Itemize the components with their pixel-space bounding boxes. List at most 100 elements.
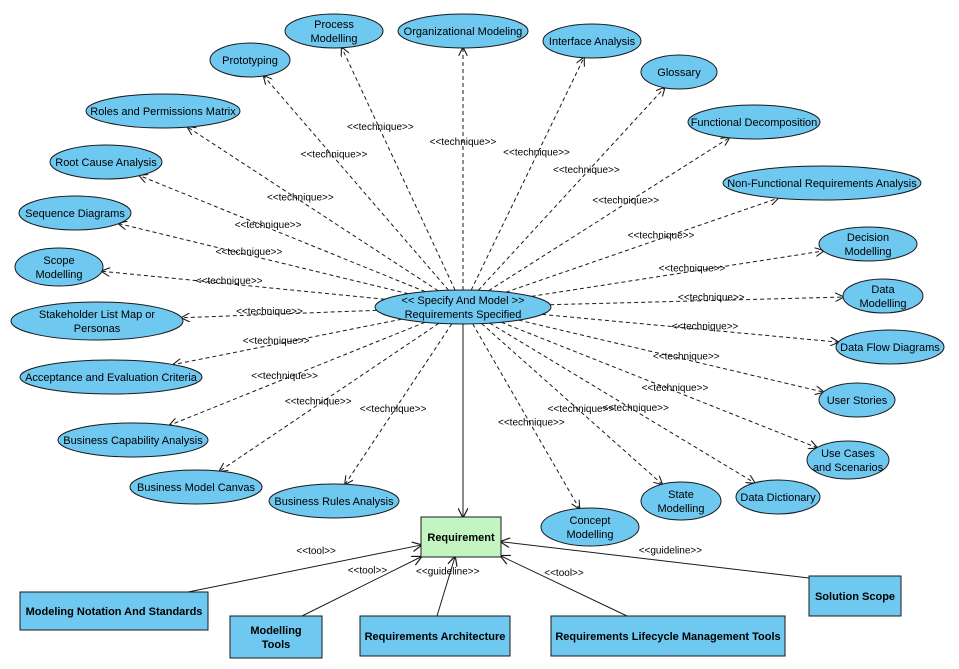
technique-edge-label-data-modelling: <<technique>> <box>678 292 745 303</box>
input-modelling-tools-label-line-1: Modelling <box>250 625 301 637</box>
technique-ellipse-root-cause-analysis <box>49 144 163 180</box>
technique-node-glossary[interactable]: Glossary <box>640 54 718 90</box>
input-edge-solution-scope <box>501 542 810 579</box>
input-node-requirements-lifecycle-management-tools[interactable]: Requirements Lifecycle Management Tools <box>550 615 786 657</box>
technique-ellipse-user-stories <box>818 382 896 418</box>
technique-ellipse-decision-modelling <box>818 226 918 262</box>
technique-ellipse-organizational-modeling <box>397 13 529 49</box>
requirement-label: Requirement <box>427 532 495 544</box>
technique-root-cause-analysis-label-line-1: Root Cause Analysis <box>55 157 157 169</box>
technique-edge-non-functional-requirements-analysis <box>505 198 778 293</box>
technique-scope-modelling-label-line-1: Scope <box>43 255 74 267</box>
input-box-modelling-tools <box>229 615 323 659</box>
edge-labels-layer: <<technique>><<technique>><<technique>><… <box>196 122 745 579</box>
technique-ellipse-non-functional-requirements-analysis <box>722 165 922 201</box>
technique-node-acceptance-and-evaluation-criteria[interactable]: Acceptance and Evaluation Criteria <box>19 359 203 395</box>
technique-edge-stakeholder-list-map-or-personas <box>182 309 377 317</box>
input-modeling-notation-and-standards-label-line-1: Modeling Notation And Standards <box>26 606 203 618</box>
technique-node-organizational-modeling[interactable]: Organizational Modeling <box>397 13 529 49</box>
technique-edge-label-concept-modelling: <<technique>> <box>498 417 565 428</box>
technique-edge-label-data-dictionary: <<technique>> <box>602 403 669 414</box>
requirement-node[interactable]: Requirement <box>420 516 502 558</box>
technique-edge-process-modelling <box>342 48 456 291</box>
technique-node-business-capability-analysis[interactable]: Business Capability Analysis <box>57 422 209 458</box>
input-box-requirements-lifecycle-management-tools <box>550 615 786 657</box>
technique-data-flow-diagrams-label-line-1: Data Flow Diagrams <box>840 342 940 354</box>
technique-ellipse-data-dictionary <box>735 479 821 515</box>
technique-node-root-cause-analysis[interactable]: Root Cause Analysis <box>49 144 163 180</box>
technique-glossary-label-line-1: Glossary <box>657 67 701 79</box>
technique-decision-modelling-label-line-2: Modelling <box>844 246 891 258</box>
technique-concept-modelling-label-line-2: Modelling <box>566 529 613 541</box>
technique-business-rules-analysis-label-line-1: Business Rules Analysis <box>274 496 394 508</box>
technique-ellipse-roles-and-permissions-matrix <box>85 93 241 129</box>
technique-node-business-model-canvas[interactable]: Business Model Canvas <box>129 469 263 505</box>
technique-node-user-stories[interactable]: User Stories <box>818 382 896 418</box>
input-edge-label-requirements-architecture: <<guideline>> <box>416 567 480 578</box>
technique-edge-label-glossary: <<technique>> <box>553 165 620 176</box>
technique-node-interface-analysis[interactable]: Interface Analysis <box>542 23 642 59</box>
input-node-modeling-notation-and-standards[interactable]: Modeling Notation And Standards <box>19 591 209 631</box>
technique-stakeholder-list-map-or-personas-label-line-1: Stakeholder List Map or <box>39 309 156 321</box>
technique-node-data-flow-diagrams[interactable]: Data Flow Diagrams <box>835 329 945 365</box>
technique-edge-label-use-cases-and-scenarios: <<technique>> <box>642 383 709 394</box>
technique-edge-label-state-modelling: <<technique>> <box>548 404 615 415</box>
technique-node-stakeholder-list-map-or-personas[interactable]: Stakeholder List Map or Personas <box>10 301 184 341</box>
technique-ellipse-business-capability-analysis <box>57 422 209 458</box>
center-ellipse <box>374 289 552 325</box>
technique-ellipse-concept-modelling <box>540 507 640 547</box>
input-node-requirements-architecture[interactable]: Requirements Architecture <box>359 615 511 657</box>
technique-edge-label-acceptance-and-evaluation-criteria: <<technique>> <box>243 336 310 347</box>
technique-ellipse-data-flow-diagrams <box>835 329 945 365</box>
input-edge-modelling-tools <box>301 557 421 617</box>
technique-edge-label-sequence-diagrams: <<technique>> <box>216 247 283 258</box>
technique-edge-sequence-diagrams <box>119 224 409 295</box>
technique-edge-label-user-stories: <<technique>> <box>653 352 720 363</box>
input-requirements-lifecycle-management-tools-label-line-1: Requirements Lifecycle Management Tools <box>555 631 780 643</box>
technique-ellipse-data-modelling <box>842 278 924 314</box>
technique-ellipse-business-model-canvas <box>129 469 263 505</box>
technique-state-modelling-label-line-1: State <box>668 489 694 501</box>
technique-edge-business-capability-analysis <box>170 321 426 425</box>
input-edge-modeling-notation-and-standards <box>187 545 421 593</box>
technique-node-non-functional-requirements-analysis[interactable]: Non-Functional Requirements Analysis <box>722 165 922 201</box>
technique-edge-user-stories <box>518 319 824 392</box>
technique-node-roles-and-permissions-matrix[interactable]: Roles and Permissions Matrix <box>85 93 241 129</box>
technique-sequence-diagrams-label-line-1: Sequence Diagrams <box>25 208 125 220</box>
technique-node-prototyping[interactable]: Prototyping <box>209 42 291 78</box>
technique-node-functional-decomposition[interactable]: Functional Decomposition <box>687 104 821 140</box>
center-node[interactable]: << Specify And Model >>Requirements Spec… <box>374 289 552 325</box>
technique-node-sequence-diagrams[interactable]: Sequence Diagrams <box>18 195 132 231</box>
technique-edge-label-organizational-modeling: <<technique>> <box>430 137 497 148</box>
technique-roles-and-permissions-matrix-label-line-1: Roles and Permissions Matrix <box>90 106 236 118</box>
requirement-box <box>420 516 502 558</box>
technique-edge-label-scope-modelling: <<technique>> <box>196 276 263 287</box>
technique-stakeholder-list-map-or-personas-label-line-2: Personas <box>74 323 121 335</box>
technique-node-business-rules-analysis[interactable]: Business Rules Analysis <box>268 483 400 519</box>
technique-use-cases-and-scenarios-label-line-2: and Scenarios <box>813 462 884 474</box>
technique-functional-decomposition-label-line-1: Functional Decomposition <box>691 117 818 129</box>
technique-concept-modelling-label-line-1: Concept <box>570 515 611 527</box>
technique-edge-label-business-model-canvas: <<technique>> <box>285 397 352 408</box>
input-node-solution-scope[interactable]: Solution Scope <box>808 575 902 617</box>
technique-edge-label-root-cause-analysis: <<technique>> <box>235 220 302 231</box>
center-title-line: << Specify And Model >> <box>402 295 525 307</box>
technique-node-data-dictionary[interactable]: Data Dictionary <box>735 479 821 515</box>
input-requirements-architecture-label-line-1: Requirements Architecture <box>365 631 506 643</box>
technique-edge-label-business-capability-analysis: <<technique>> <box>251 371 318 382</box>
technique-edge-prototyping <box>264 76 449 291</box>
edges-layer <box>102 48 843 617</box>
technique-edge-acceptance-and-evaluation-criteria <box>173 318 402 364</box>
technique-edge-label-interface-analysis: <<technique>> <box>503 147 570 158</box>
technique-ellipse-prototyping <box>209 42 291 78</box>
input-edge-requirements-lifecycle-management-tools <box>501 556 628 617</box>
